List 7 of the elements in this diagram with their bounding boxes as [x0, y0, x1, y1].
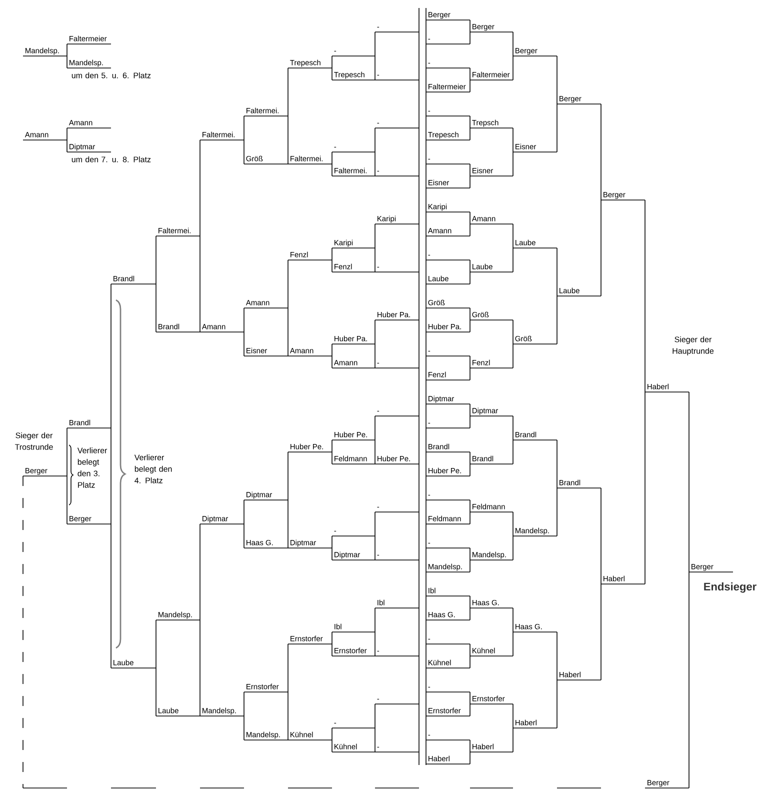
note-text: Sieger der Hauptrunde	[672, 336, 714, 356]
winner-label: Endsieger	[704, 582, 756, 593]
note-text: Verlierer belegt den 3. Platz	[77, 447, 108, 488]
note-text: um den 7. u. 8. Platz	[72, 156, 151, 162]
note-text: Verlierer belegt den 4. Platz	[134, 454, 172, 484]
note-text: um den 5. u. 6. Platz	[72, 72, 151, 78]
note-text: Sieger der Trostrunde	[14, 432, 53, 450]
